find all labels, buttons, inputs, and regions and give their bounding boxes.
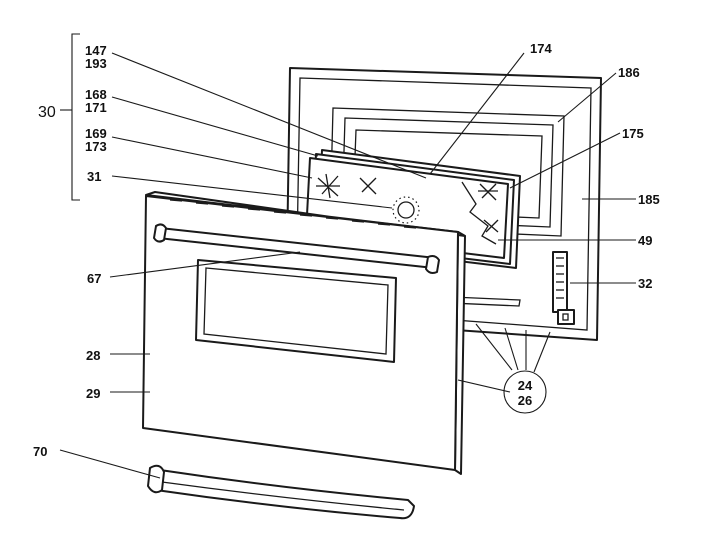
- label-28: 28: [86, 348, 100, 363]
- label-24: 24: [518, 378, 533, 393]
- label-169: 169: [85, 126, 107, 141]
- label-168: 168: [85, 87, 107, 102]
- label-49: 49: [638, 233, 652, 248]
- label-186: 186: [618, 65, 640, 80]
- group-30-bracket: [60, 33, 80, 201]
- label-26: 26: [518, 393, 532, 408]
- label-29: 29: [86, 386, 100, 401]
- leader-lines: [59, 52, 636, 479]
- label-173: 173: [85, 139, 107, 154]
- label-67: 67: [87, 271, 101, 286]
- hinge-bracket: [552, 251, 575, 325]
- label-193: 193: [85, 56, 107, 71]
- front-door-panel: [142, 191, 466, 475]
- label-31: 31: [87, 169, 101, 184]
- label-175: 175: [622, 126, 644, 141]
- label-174: 174: [530, 41, 552, 56]
- glass-reflection-marks: [316, 173, 499, 233]
- label-70: 70: [33, 444, 47, 459]
- label-171: 171: [85, 100, 107, 115]
- part-labels: 147 193 168 171 169 173 30 31 67 28 29 7…: [33, 41, 660, 459]
- top-vent-slots: [169, 199, 417, 229]
- label-30: 30: [38, 104, 56, 121]
- label-147: 147: [85, 43, 107, 58]
- bottom-handle: [147, 464, 415, 520]
- label-185: 185: [638, 192, 660, 207]
- label-32: 32: [638, 276, 652, 291]
